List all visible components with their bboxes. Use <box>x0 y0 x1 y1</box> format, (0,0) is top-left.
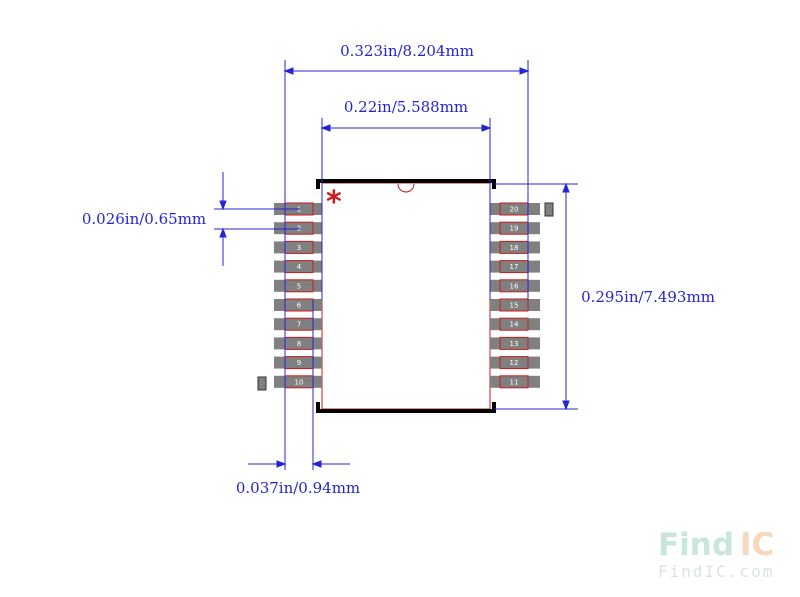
pad-left-6: 6 <box>274 298 322 312</box>
pads-group: 1234567891020191817161514131211 <box>274 202 540 389</box>
pad-body <box>274 375 322 388</box>
pad-right-17: 17 <box>490 260 540 274</box>
dim-overall-height-label: 0.295in/7.493mm <box>581 288 715 306</box>
pin-number: 11 <box>510 378 519 386</box>
findic-watermark: Find IC FindIC.com <box>658 527 774 581</box>
pin-number: 16 <box>510 282 519 290</box>
pad-left-8: 8 <box>274 336 322 350</box>
pad-right-19: 19 <box>490 221 540 235</box>
dim-body-width-label: 0.22in/5.588mm <box>344 98 468 116</box>
pad-left-9: 9 <box>274 356 322 370</box>
pad-outline <box>499 375 529 389</box>
pad-left-3: 3 <box>274 240 322 254</box>
dim-body-width <box>320 118 492 300</box>
pad-right-14: 14 <box>490 317 540 331</box>
pin-number: 8 <box>297 340 301 348</box>
pad-right-20: 20 <box>490 202 540 216</box>
pin-number: 18 <box>510 244 519 252</box>
pad-left-10: 10 <box>274 375 322 389</box>
pad-body <box>274 260 322 273</box>
pin10-marker-square <box>257 376 267 391</box>
pad-right-16: 16 <box>490 279 540 293</box>
watermark-find: Find <box>658 527 734 563</box>
pin-number: 6 <box>297 302 302 310</box>
pin1-marker-square <box>544 202 554 217</box>
pad-left-7: 7 <box>274 317 322 331</box>
dim-overall-width-label: 0.323in/8.204mm <box>340 42 474 60</box>
pin-number: 12 <box>510 359 519 367</box>
pin-number: 20 <box>510 206 519 214</box>
pad-outline <box>499 356 529 370</box>
pad-outline <box>499 317 529 331</box>
dim-pad-width <box>248 300 350 470</box>
pad-right-13: 13 <box>490 336 540 350</box>
dim-overall-height <box>494 182 578 411</box>
pad-outline <box>499 336 529 350</box>
watermark-ic: IC <box>740 527 774 563</box>
dim-pin-pitch <box>214 172 300 266</box>
pad-right-18: 18 <box>490 240 540 254</box>
pad-body <box>274 222 322 235</box>
body-edge-top <box>316 179 496 189</box>
pin-number: 15 <box>510 302 519 310</box>
pin-number: 3 <box>297 244 301 252</box>
body-edge-bottom <box>316 402 496 413</box>
package-body-outline <box>321 182 491 410</box>
pin-number: 5 <box>297 282 301 290</box>
pad-left-5: 5 <box>274 279 322 293</box>
pin-number: 19 <box>510 225 519 233</box>
pad-body <box>274 337 322 350</box>
pad-left-2: 2 <box>274 221 322 235</box>
pin-number: 9 <box>297 359 301 367</box>
pad-right-15: 15 <box>490 298 540 312</box>
pin-number: 14 <box>510 321 519 329</box>
pad-body <box>274 318 322 331</box>
pad-right-12: 12 <box>490 356 540 370</box>
pin-number: 17 <box>510 263 519 271</box>
dim-pad-width-label: 0.037in/0.94mm <box>236 479 360 497</box>
pad-right-11: 11 <box>490 375 540 389</box>
pad-body <box>274 299 322 311</box>
pad-left-4: 4 <box>274 260 322 274</box>
pin-number: 4 <box>297 263 302 271</box>
pin-number: 13 <box>510 340 519 348</box>
pin-number: 7 <box>297 321 301 329</box>
pad-body <box>274 241 322 254</box>
pin1-notch <box>397 183 415 193</box>
dim-pin-pitch-label: 0.026in/0.65mm <box>82 210 206 228</box>
pad-body <box>274 356 322 369</box>
watermark-url: FindIC.com <box>658 562 774 581</box>
pad-body <box>274 279 322 292</box>
pin-number: 10 <box>295 378 304 386</box>
pad-outline <box>499 298 529 312</box>
pin1-asterisk: * <box>326 185 342 220</box>
dim-overall-width <box>283 60 530 470</box>
